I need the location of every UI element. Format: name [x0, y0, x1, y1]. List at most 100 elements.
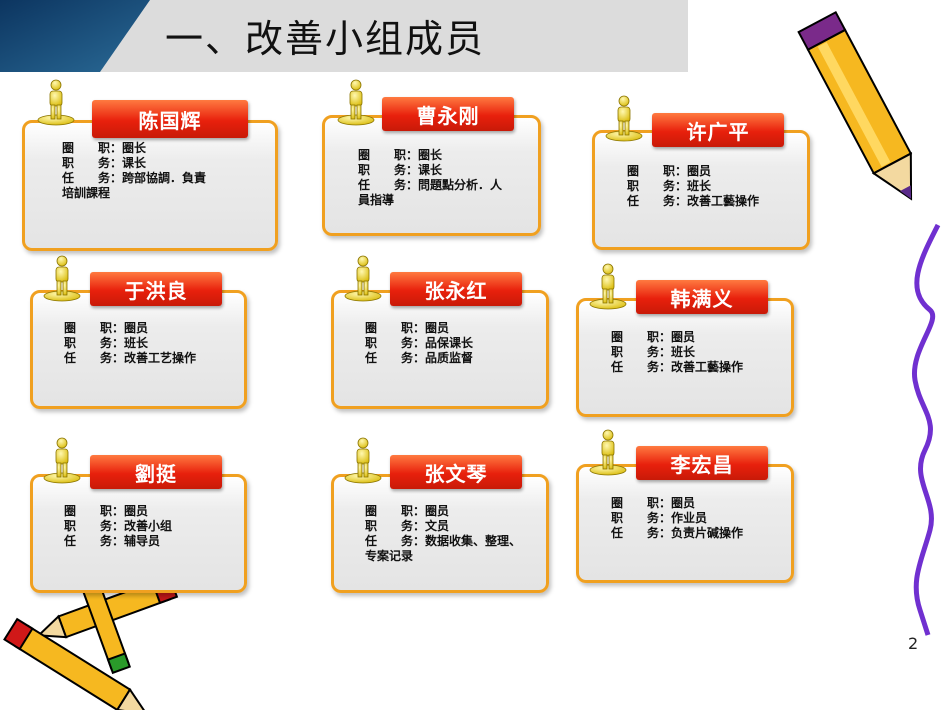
info-line: 职 务：班长 [64, 336, 196, 351]
info-line: 职 务：班长 [611, 345, 743, 360]
info-label: 职 务： [365, 336, 426, 350]
info-value: 课长 [418, 163, 443, 177]
info-value: 改善小组 [124, 519, 173, 533]
info-line: 任 务：品质监督 [365, 351, 473, 366]
member-card [322, 115, 541, 236]
info-value: 品质监督 [425, 351, 474, 365]
info-value: 改善工艺操作 [124, 351, 197, 365]
info-line: 任 务：辅导员 [64, 534, 172, 549]
info-line: 任 务：改善工艺操作 [64, 351, 196, 366]
info-value: 跨部協調．負責 [122, 171, 207, 185]
info-value: 改善工藝操作 [687, 194, 760, 208]
person-figure-icon [336, 78, 376, 126]
member-card [576, 464, 794, 583]
info-value: 圈员 [124, 321, 149, 335]
info-label: 职 务： [64, 519, 125, 533]
info-line: 专案记录 [365, 549, 521, 564]
info-line: 圈 职：圈员 [365, 504, 521, 519]
info-line: 圈 职：圈员 [627, 164, 759, 179]
info-value: 班长 [687, 179, 712, 193]
info-line: 职 务：作业员 [611, 511, 743, 526]
info-line: 圈 职：圈员 [64, 321, 196, 336]
info-value: 圈长 [418, 148, 443, 162]
info-line: 圈 职：圈员 [64, 504, 172, 519]
pencil-icon [797, 10, 913, 201]
info-value: 班长 [124, 336, 149, 350]
info-value: 圈员 [671, 496, 696, 510]
person-figure-icon [36, 78, 76, 126]
info-value: 培訓課程 [62, 186, 111, 200]
info-label: 圈 职： [365, 321, 426, 335]
member-name: 陈国辉 [92, 100, 248, 138]
info-value: 問題點分析．人 [418, 178, 503, 192]
squiggle-line [912, 223, 941, 636]
info-value: 改善工藝操作 [671, 360, 744, 374]
info-line: 圈 职：圈长 [62, 141, 206, 156]
member-info: 圈 职：圈员职 务：班长任 务：改善工藝操作 [611, 330, 743, 375]
info-label: 圈 职： [64, 504, 125, 518]
info-line: 职 务：课长 [358, 163, 502, 178]
info-value: 圈员 [671, 330, 696, 344]
member-info: 圈 职：圈员职 务：班长任 务：改善工藝操作 [627, 164, 759, 209]
member-name: 张文琴 [390, 455, 522, 489]
info-line: 任 务：改善工藝操作 [627, 194, 759, 209]
info-label: 任 务： [64, 351, 125, 365]
info-value: 員指導 [358, 193, 395, 207]
info-value: 圈员 [687, 164, 712, 178]
info-label: 职 务： [365, 519, 426, 533]
info-label: 职 务： [62, 156, 123, 170]
info-label: 任 务： [611, 526, 672, 540]
info-value: 辅导员 [124, 534, 161, 548]
member-info: 圈 职：圈员职 务：改善小组任 务：辅导员 [64, 504, 172, 549]
info-label: 圈 职： [64, 321, 125, 335]
person-figure-icon [42, 436, 82, 484]
member-name: 于洪良 [90, 272, 222, 306]
info-value: 数据收集、整理、 [425, 534, 522, 548]
member-name: 劉挺 [90, 455, 222, 489]
info-label: 任 务： [611, 360, 672, 374]
pencils-icon [3, 560, 179, 710]
info-line: 任 务：問題點分析．人 [358, 178, 502, 193]
info-label: 任 务： [358, 178, 419, 192]
info-value: 专案记录 [365, 549, 414, 563]
info-label: 职 务： [64, 336, 125, 350]
info-label: 职 务： [358, 163, 419, 177]
info-label: 圈 职： [627, 164, 688, 178]
member-info: 圈 职：圈员职 务：作业员任 务：负责片碱操作 [611, 496, 743, 541]
member-name: 韩满义 [636, 280, 768, 314]
info-label: 任 务： [627, 194, 688, 208]
person-figure-icon [604, 94, 644, 142]
info-value: 课长 [122, 156, 147, 170]
member-name: 李宏昌 [636, 446, 768, 480]
info-line: 圈 职：圈长 [358, 148, 502, 163]
member-name: 张永红 [390, 272, 522, 306]
info-label: 职 务： [611, 511, 672, 525]
info-label: 职 务： [611, 345, 672, 359]
info-value: 圈员 [425, 321, 450, 335]
member-name: 曹永刚 [382, 97, 514, 131]
member-name: 许广平 [652, 113, 784, 147]
info-line: 任 务：跨部協調．負責 [62, 171, 206, 186]
info-line: 职 务：改善小组 [64, 519, 172, 534]
member-info: 圈 职：圈员职 务：品保课长任 务：品质监督 [365, 321, 473, 366]
info-line: 任 务：改善工藝操作 [611, 360, 743, 375]
info-value: 作业员 [671, 511, 708, 525]
info-label: 任 务： [365, 534, 426, 548]
info-label: 圈 职： [358, 148, 419, 162]
member-info: 圈 职：圈员职 务：文员任 务：数据收集、整理、专案记录 [365, 504, 521, 564]
header-accent [0, 0, 150, 72]
person-figure-icon [588, 262, 628, 310]
person-figure-icon [42, 254, 82, 302]
info-label: 圈 职： [611, 496, 672, 510]
info-line: 职 务：课长 [62, 156, 206, 171]
member-info: 圈 职：圈长职 务：课长任 务：問題點分析．人員指導 [358, 148, 502, 208]
info-line: 职 务：文员 [365, 519, 521, 534]
info-line: 任 务：负责片碱操作 [611, 526, 743, 541]
info-value: 品保课长 [425, 336, 474, 350]
info-line: 培訓課程 [62, 186, 206, 201]
person-figure-icon [343, 436, 383, 484]
info-value: 负责片碱操作 [671, 526, 744, 540]
info-line: 圈 职：圈员 [611, 496, 743, 511]
member-card [576, 298, 794, 417]
person-figure-icon [343, 254, 383, 302]
